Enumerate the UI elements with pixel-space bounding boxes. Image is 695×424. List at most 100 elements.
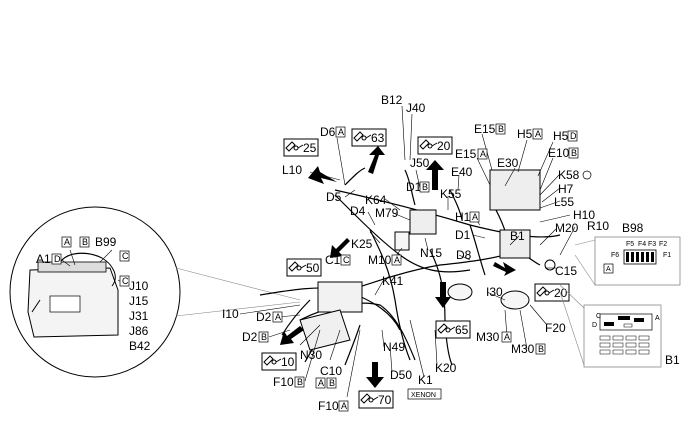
- arrow-10: [280, 326, 304, 345]
- component-labels: B12 J40 D6 A E15 B H5 A H5 D E15 A E30 E…: [36, 93, 680, 413]
- svg-text:A: A: [655, 315, 660, 322]
- ref-box-20-top: 20: [417, 136, 453, 155]
- svg-text:20: 20: [554, 286, 568, 300]
- svg-text:E40: E40: [451, 165, 473, 179]
- svg-text:50: 50: [306, 261, 320, 275]
- svg-text:E30: E30: [497, 156, 519, 170]
- arrow-25: [308, 166, 337, 184]
- svg-text:E15: E15: [455, 147, 477, 161]
- svg-text:E10: E10: [548, 146, 570, 160]
- arrow-65: [435, 282, 451, 308]
- svg-text:65: 65: [455, 323, 469, 337]
- arrow-70: [366, 362, 384, 388]
- svg-text:J31: J31: [129, 309, 149, 323]
- svg-text:D5: D5: [326, 190, 342, 204]
- svg-text:K41: K41: [382, 274, 404, 288]
- arrow-63: [368, 146, 385, 174]
- svg-text:B99: B99: [95, 235, 117, 249]
- svg-text:A: A: [606, 266, 611, 273]
- svg-text:F3: F3: [648, 241, 656, 248]
- svg-text:H5: H5: [517, 127, 533, 141]
- svg-text:L55: L55: [554, 195, 574, 209]
- svg-text:J10: J10: [129, 279, 149, 293]
- svg-text:B98: B98: [622, 221, 644, 235]
- svg-text:A: A: [275, 312, 281, 322]
- svg-text:J15: J15: [129, 294, 149, 308]
- svg-text:B: B: [498, 124, 504, 134]
- svg-text:A: A: [64, 237, 70, 247]
- svg-text:A: A: [504, 332, 510, 342]
- svg-text:XENON: XENON: [411, 392, 436, 399]
- svg-text:N15: N15: [420, 246, 442, 260]
- ref-box-20-right: 20: [534, 283, 570, 302]
- svg-text:A: A: [341, 401, 347, 411]
- svg-text:B: B: [261, 332, 267, 342]
- svg-text:D2: D2: [256, 310, 272, 324]
- svg-text:R10: R10: [587, 219, 609, 233]
- svg-text:D: D: [570, 131, 577, 141]
- svg-text:A: A: [472, 212, 478, 222]
- arrow-20-top: [426, 160, 444, 190]
- svg-text:B: B: [329, 378, 335, 388]
- svg-text:M30: M30: [476, 330, 500, 344]
- svg-text:10: 10: [281, 355, 295, 369]
- leader-lines: [61, 105, 576, 398]
- svg-text:C1: C1: [325, 253, 341, 267]
- svg-text:A: A: [535, 129, 541, 139]
- svg-text:K25: K25: [351, 237, 373, 251]
- svg-text:70: 70: [378, 393, 392, 407]
- svg-text:B42: B42: [129, 339, 151, 353]
- svg-text:C: C: [596, 313, 601, 320]
- svg-text:H7: H7: [558, 182, 574, 196]
- arrow-50: [330, 238, 350, 258]
- svg-text:H10: H10: [573, 208, 595, 222]
- svg-text:F6: F6: [611, 252, 619, 259]
- svg-text:C: C: [122, 276, 129, 286]
- svg-text:B: B: [422, 182, 428, 192]
- svg-text:K64: K64: [365, 193, 387, 207]
- svg-text:F4: F4: [638, 241, 646, 248]
- svg-text:I10: I10: [222, 307, 239, 321]
- svg-text:J40: J40: [406, 101, 426, 115]
- svg-text:K55: K55: [440, 187, 462, 201]
- svg-text:N30: N30: [300, 348, 322, 362]
- ref-box-70: 70: [358, 390, 394, 409]
- relay-box-b1: C D A: [559, 284, 662, 368]
- svg-text:63: 63: [371, 131, 385, 145]
- svg-text:D50: D50: [390, 368, 412, 382]
- ref-box-50: 50: [286, 258, 322, 277]
- direction-arrows: [280, 146, 516, 388]
- svg-text:F5: F5: [626, 241, 634, 248]
- k58-symbol-icon: [582, 170, 592, 180]
- svg-text:D6: D6: [320, 125, 336, 139]
- fuse-box-b98: F5 F4 F3 F2 F6 F1 A: [574, 236, 681, 286]
- svg-text:L10: L10: [282, 163, 302, 177]
- svg-text:M79: M79: [375, 206, 399, 220]
- ref-box-25: 25: [283, 138, 319, 157]
- svg-text:A1: A1: [36, 252, 51, 266]
- svg-text:C15: C15: [555, 264, 577, 278]
- svg-text:H1: H1: [455, 210, 471, 224]
- svg-text:F20: F20: [545, 321, 566, 335]
- svg-text:J50: J50: [410, 156, 430, 170]
- svg-text:M10: M10: [368, 253, 392, 267]
- ref-box-63: 63: [351, 128, 387, 147]
- svg-text:J86: J86: [129, 324, 149, 338]
- svg-text:K1: K1: [418, 373, 433, 387]
- svg-text:D: D: [592, 322, 597, 329]
- svg-text:C: C: [343, 255, 350, 265]
- svg-text:A: A: [394, 255, 400, 265]
- svg-text:F10: F10: [318, 399, 339, 413]
- arrow-20-right: [493, 262, 516, 276]
- svg-text:D2: D2: [242, 330, 258, 344]
- svg-text:E15: E15: [474, 122, 496, 136]
- svg-text:25: 25: [303, 141, 317, 155]
- svg-text:F1: F1: [663, 252, 671, 259]
- svg-text:B: B: [571, 148, 577, 158]
- battery-detail-circle: [9, 206, 301, 378]
- svg-text:C10: C10: [320, 364, 342, 378]
- ref-box-10: 10: [261, 352, 297, 371]
- svg-text:D8: D8: [456, 248, 472, 262]
- svg-text:B: B: [82, 237, 88, 247]
